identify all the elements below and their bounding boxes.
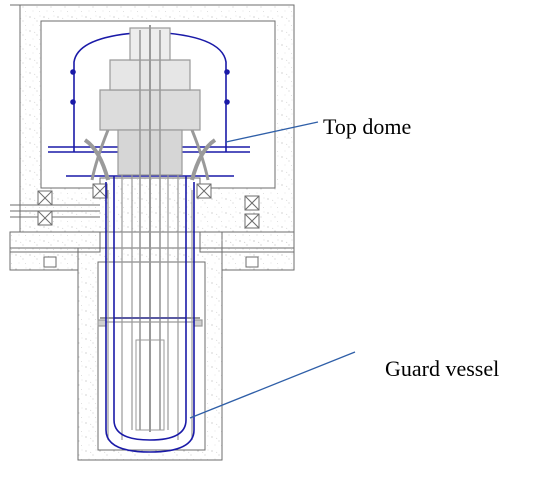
lower-silo bbox=[77, 247, 223, 461]
top-dome-label: Top dome bbox=[323, 114, 412, 139]
left-piping bbox=[10, 183, 108, 268]
guard-vessel-label: Guard vessel bbox=[385, 356, 500, 381]
guard-vessel bbox=[105, 176, 195, 453]
top-dome-leader-line bbox=[225, 121, 319, 143]
right-piping bbox=[196, 183, 260, 268]
guard-vessel-leader-line bbox=[189, 351, 356, 419]
reactor-internals bbox=[83, 25, 217, 440]
